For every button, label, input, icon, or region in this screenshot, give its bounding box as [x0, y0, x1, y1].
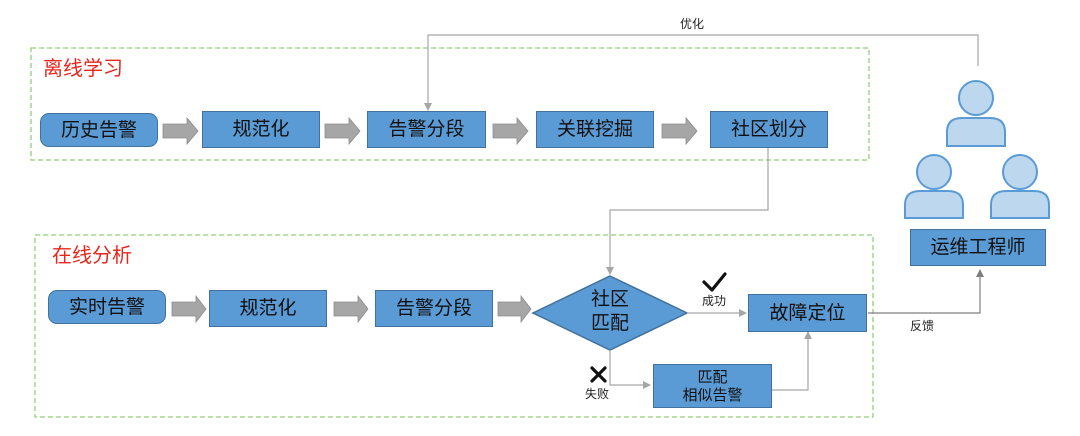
- feedback-connector: [868, 269, 984, 314]
- offline-step-history-alarm: 历史告警: [40, 113, 158, 147]
- decision-label-line1: 社区: [590, 288, 629, 310]
- online-step-realtime-alarm: 实时告警: [48, 290, 166, 324]
- fault-localization-box: 故障定位: [748, 294, 867, 332]
- chevron-arrow-icon: [333, 294, 369, 324]
- person-icon: [990, 154, 1050, 219]
- community-connector: [606, 148, 769, 275]
- feedback-label: 反馈: [910, 319, 935, 333]
- chevron-arrow-icon: [324, 116, 361, 146]
- success-label: 成功: [702, 294, 727, 308]
- fail-connector: [609, 350, 651, 389]
- online-step-normalize: 规范化: [209, 290, 327, 327]
- decision-label-line2: 匹配: [590, 311, 629, 334]
- ops-engineer-box: 运维工程师: [910, 229, 1046, 266]
- online-step-segment: 告警分段: [375, 290, 493, 327]
- person-icon: [904, 154, 964, 219]
- offline-region-label: 离线学习: [43, 56, 123, 80]
- offline-region: [30, 47, 870, 161]
- optimize-connector: [424, 34, 979, 111]
- offline-step-community-division: 社区划分: [710, 111, 828, 148]
- offline-step-segment: 告警分段: [367, 111, 486, 148]
- fallback-line2: 相似告警: [682, 386, 743, 404]
- decision-label: 社区 匹配: [573, 288, 647, 336]
- check-icon: [702, 272, 727, 292]
- fallback-connector: [772, 331, 812, 391]
- match-similar-alarm-box: 匹配 相似告警: [653, 364, 772, 408]
- chevron-arrow-icon: [497, 294, 532, 324]
- optimize-label: 优化: [680, 17, 705, 31]
- fallback-line1: 匹配: [697, 368, 728, 386]
- chevron-arrow-icon: [661, 116, 698, 146]
- fail-label: 失败: [585, 387, 610, 401]
- online-region-label: 在线分析: [52, 243, 132, 267]
- online-region: [34, 234, 874, 418]
- chevron-arrow-icon: [492, 116, 529, 146]
- person-icon: [946, 80, 1006, 147]
- offline-step-association-mining: 关联挖掘: [536, 111, 654, 148]
- offline-step-normalize: 规范化: [202, 111, 320, 148]
- chevron-arrow-icon: [162, 116, 199, 146]
- cross-icon: [590, 366, 607, 383]
- chevron-arrow-icon: [171, 294, 207, 324]
